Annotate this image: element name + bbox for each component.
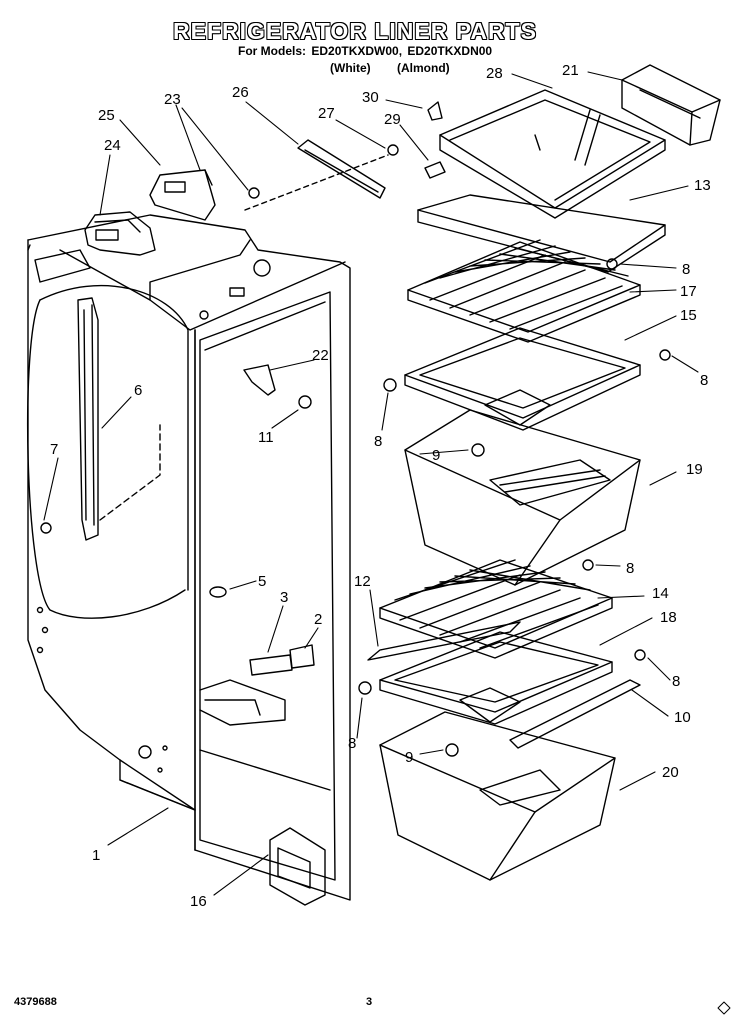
callout-8d: 8 (626, 560, 634, 577)
callout-5: 5 (258, 573, 266, 590)
screw-8e (634, 649, 646, 661)
callout-14: 14 (652, 585, 669, 602)
bracket-22 (243, 364, 276, 396)
shelf-frame-15 (404, 327, 641, 431)
callout-1: 1 (92, 847, 100, 864)
cap-30 (427, 101, 443, 121)
clip-2 (289, 644, 315, 669)
callout-8b: 8 (700, 372, 708, 389)
callout-24: 24 (104, 137, 121, 154)
rail-10 (509, 679, 641, 749)
rail-12 (367, 621, 521, 661)
callout-8c: 8 (374, 433, 382, 450)
callout-13: 13 (694, 177, 711, 194)
model-number-white: ED20TKXDW00, (311, 44, 403, 58)
liner-cabinet (27, 154, 389, 901)
callout-10: 10 (674, 709, 691, 726)
callout-18: 18 (660, 609, 677, 626)
trim-3 (249, 654, 293, 676)
callout-17: 17 (680, 283, 697, 300)
callout-3: 3 (280, 589, 288, 606)
callout-9b: 9 (405, 749, 413, 766)
callout-23: 23 (164, 91, 181, 108)
callout-29: 29 (384, 111, 401, 128)
screw-11 (298, 395, 312, 409)
screw-9a (471, 443, 485, 457)
screw-27 (387, 144, 399, 156)
model-number-almond: ED20TKXDN00 (407, 44, 493, 58)
light-shield (149, 169, 216, 221)
color-white-label: (White) (330, 61, 371, 75)
callout-11: 11 (258, 429, 274, 446)
screw-8f (358, 681, 372, 695)
model-line: For Models: ED20TKXDW00, ED20TKXDN00 (238, 44, 494, 58)
shelf-frame-28 (439, 89, 666, 219)
callout-27: 27 (318, 105, 335, 122)
callout-8e: 8 (672, 673, 680, 690)
callout-16: 16 (190, 893, 207, 910)
crisper-drawer-19 (404, 389, 641, 586)
plug-5 (209, 586, 227, 598)
diagram-title: REFRIGERATOR LINER PARTS (173, 18, 537, 44)
document-number: 4379688 (14, 996, 57, 1008)
callout-22: 22 (312, 347, 329, 364)
light-shield-16 (269, 827, 326, 906)
callout-8f: 8 (348, 735, 356, 752)
screw-8a (606, 258, 618, 270)
callout-numbers: 1 2 3 5 6 7 8 8 8 8 8 8 9 9 10 11 12 13 … (50, 62, 711, 910)
screw-23 (248, 187, 260, 199)
callout-9a: 9 (432, 447, 440, 464)
dairy-bin-21 (621, 64, 721, 146)
callout-7: 7 (50, 441, 58, 458)
vertical-rail (77, 297, 99, 541)
callout-6: 6 (134, 382, 142, 399)
screw-8d (582, 559, 594, 571)
callout-12: 12 (354, 573, 371, 590)
color-almond-label: (Almond) (397, 61, 450, 75)
screw-9b (445, 743, 459, 757)
callout-15: 15 (680, 307, 697, 324)
screw-7 (40, 522, 52, 534)
leader-lines (43, 71, 699, 896)
wire-shelf-17 (407, 239, 641, 343)
corner-mark (717, 1001, 731, 1015)
callout-26: 26 (232, 84, 249, 101)
callout-21: 21 (562, 62, 579, 79)
shelf-frame-18 (379, 631, 613, 725)
light-housing (84, 211, 156, 256)
glass-shelf-13 (417, 194, 666, 273)
screw-8b (659, 349, 671, 361)
callout-25: 25 (98, 107, 115, 124)
clip-29 (424, 161, 446, 179)
crisper-drawer-20 (379, 687, 616, 881)
screw-8c (383, 378, 397, 392)
callout-2: 2 (314, 611, 322, 628)
callout-8a: 8 (682, 261, 690, 278)
models-label: For Models: (238, 44, 306, 58)
callout-20: 20 (662, 764, 679, 781)
page-number: 3 (366, 996, 373, 1008)
callout-19: 19 (686, 461, 703, 478)
crisper-cover-strip (297, 139, 386, 199)
callout-30: 30 (362, 89, 379, 106)
callout-28: 28 (486, 65, 503, 82)
